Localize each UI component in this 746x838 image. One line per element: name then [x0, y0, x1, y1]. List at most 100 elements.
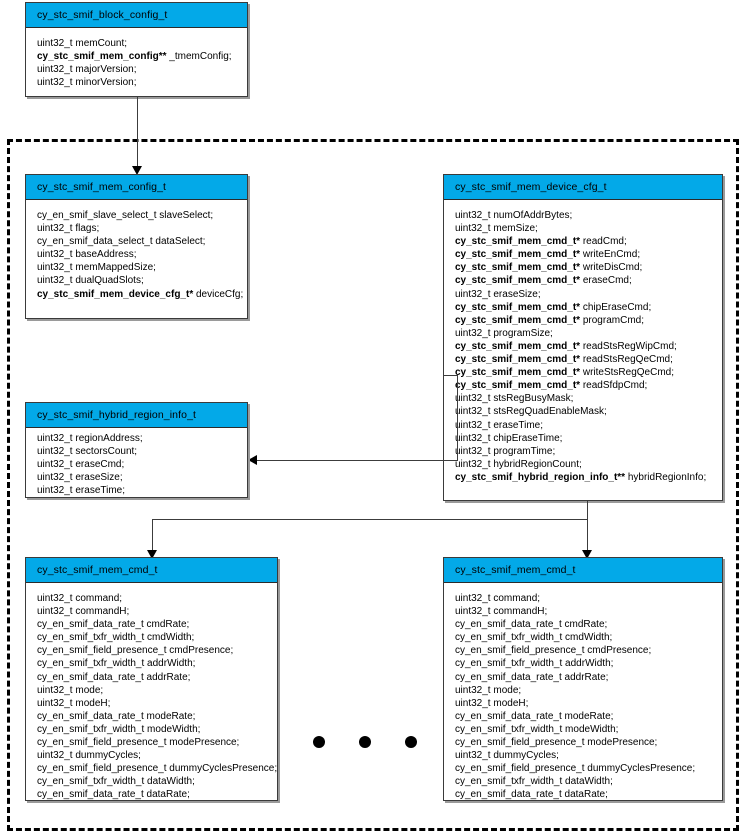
attribute-type: cy_stc_smif_mem_config**: [37, 51, 167, 63]
class-attributes-mem-cmd-left: uint32_t command;uint32_t commandH;cy_en…: [26, 583, 277, 808]
class-attribute: cy_stc_smif_mem_device_cfg_t* deviceCfg;: [37, 288, 247, 301]
class-attribute: uint32_t memSize;: [455, 223, 538, 235]
class-attribute: cy_en_smif_data_rate_t dataRate;: [37, 789, 190, 801]
attribute-name: writeDisCmd;: [580, 262, 643, 274]
class-attribute: uint32_t flags;: [37, 223, 100, 235]
class-attribute: cy_stc_smif_mem_config** _tmemConfig;: [37, 50, 247, 63]
class-attribute: cy_en_smif_data_rate_t dataRate;: [455, 789, 608, 801]
class-attribute: cy_en_smif_field_presence_t cmdPresence;: [37, 645, 234, 657]
class-attributes-block-config: uint32_t memCount;cy_stc_smif_mem_config…: [26, 28, 247, 95]
class-attribute: cy_en_smif_data_rate_t cmdRate;: [37, 619, 190, 631]
class-attribute: uint32_t baseAddress;: [37, 249, 137, 261]
class-attribute: uint32_t programSize;: [455, 327, 553, 339]
attribute-type: cy_stc_smif_mem_cmd_t*: [455, 340, 581, 352]
class-attribute: cy_en_smif_txfr_width_t cmdWidth;: [37, 632, 195, 644]
class-attribute: uint32_t modeH;: [455, 697, 529, 709]
attribute-name: readCmd;: [580, 236, 627, 248]
class-attribute: cy_stc_smif_mem_cmd_t* readStsRegWipCmd;: [455, 340, 722, 353]
class-attribute: cy_en_smif_data_select_t dataSelect;: [37, 236, 206, 248]
attribute-type: cy_stc_smif_mem_cmd_t*: [455, 367, 581, 379]
class-attribute: uint32_t sectorsCount;: [37, 446, 138, 458]
class-attribute: cy_en_smif_txfr_width_t addrWidth;: [455, 658, 614, 670]
class-attribute: cy_stc_smif_mem_cmd_t* writeDisCmd;: [455, 261, 722, 274]
class-attribute: uint32_t majorVersion;: [37, 64, 137, 76]
class-attribute: uint32_t chipEraseTime;: [455, 432, 563, 444]
class-attribute: cy_stc_smif_mem_cmd_t* eraseCmd;: [455, 274, 722, 287]
class-attribute: cy_stc_smif_mem_cmd_t* writeStsRegQeCmd;: [455, 366, 722, 379]
class-title-block-config: cy_stc_smif_block_config_t: [26, 3, 247, 28]
class-box-mem-cmd-left[interactable]: cy_stc_smif_mem_cmd_t uint32_t command; u…: [25, 557, 278, 801]
class-attribute: cy_stc_smif_mem_cmd_t* readCmd;: [455, 235, 722, 248]
connector-device-cfg-to-hybrid-seg-h-top: [443, 375, 458, 376]
attribute-type: cy_stc_smif_mem_device_cfg_t*: [37, 288, 194, 300]
class-attribute: cy_en_smif_field_presence_t dummyCyclesP…: [455, 763, 696, 775]
class-attribute: cy_en_smif_field_presence_t dummyCyclesP…: [37, 763, 278, 775]
class-attribute: uint32_t hybridRegionCount;: [455, 458, 582, 470]
attribute-type: cy_stc_smif_hybrid_region_info_t**: [455, 471, 626, 483]
class-attribute: cy_en_smif_txfr_width_t dataWidth;: [455, 776, 613, 788]
class-attribute: uint32_t command;: [37, 593, 123, 604]
connector-device-cfg-to-mem-cmd-right-v: [587, 501, 588, 559]
ellipsis-dot: [405, 736, 417, 748]
class-attribute: uint32_t dummyCycles;: [455, 750, 559, 762]
arrowhead-into-hybrid-region-info: [248, 455, 257, 465]
connector-device-cfg-to-mem-cmd-left-h: [152, 519, 588, 520]
attribute-name: readSfdpCmd;: [580, 380, 648, 392]
arrowhead-into-mem-config: [132, 166, 142, 175]
attribute-name: _tmemConfig;: [166, 51, 232, 63]
class-attribute: uint32_t regionAddress;: [37, 433, 143, 444]
attribute-type: cy_stc_smif_mem_cmd_t*: [455, 262, 581, 274]
class-attribute: cy_en_smif_txfr_width_t modeWidth;: [455, 723, 619, 735]
attribute-name: eraseCmd;: [580, 275, 632, 287]
class-attribute: cy_en_smif_txfr_width_t addrWidth;: [37, 658, 196, 670]
class-attribute: cy_en_smif_field_presence_t cmdPresence;: [455, 645, 652, 657]
class-box-mem-device-cfg[interactable]: cy_stc_smif_mem_device_cfg_t uint32_t nu…: [443, 174, 723, 501]
class-attribute: cy_stc_smif_mem_cmd_t* writeEnCmd;: [455, 248, 722, 261]
class-attribute: cy_en_smif_data_rate_t modeRate;: [455, 710, 614, 722]
ellipsis-dot: [359, 736, 371, 748]
class-attribute: uint32_t stsRegBusyMask;: [455, 393, 574, 405]
attribute-name: chipEraseCmd;: [580, 301, 652, 313]
class-attribute: cy_stc_smif_mem_cmd_t* readStsRegQeCmd;: [455, 353, 722, 366]
class-box-hybrid-region-info[interactable]: cy_stc_smif_hybrid_region_info_t uint32_…: [25, 402, 248, 498]
class-attribute: uint32_t dummyCycles;: [37, 750, 141, 762]
attribute-type: cy_stc_smif_mem_cmd_t*: [455, 275, 581, 287]
connector-block-config-to-mem-config: [137, 97, 138, 169]
attribute-name: writeEnCmd;: [580, 249, 641, 261]
attribute-name: readStsRegWipCmd;: [580, 340, 677, 352]
connector-device-cfg-to-hybrid-seg-h-bottom: [257, 460, 458, 461]
class-attribute: cy_stc_smif_mem_cmd_t* readSfdpCmd;: [455, 379, 722, 392]
class-attribute: uint32_t mode;: [37, 684, 104, 696]
arrowhead-into-mem-cmd-left: [147, 550, 157, 559]
class-attribute: uint32_t memCount;: [37, 38, 128, 49]
class-title-mem-config: cy_stc_smif_mem_config_t: [26, 175, 247, 200]
class-box-block-config[interactable]: cy_stc_smif_block_config_t uint32_t memC…: [25, 2, 248, 97]
class-attribute: cy_en_smif_slave_select_t slaveSelect;: [37, 210, 214, 221]
class-attribute: uint32_t eraseSize;: [455, 288, 541, 300]
class-attribute: uint32_t programTime;: [455, 445, 556, 457]
class-attribute: cy_en_smif_data_rate_t addrRate;: [37, 671, 191, 683]
class-box-mem-config[interactable]: cy_stc_smif_mem_config_t cy_en_smif_slav…: [25, 174, 248, 319]
class-title-mem-cmd-left: cy_stc_smif_mem_cmd_t: [26, 558, 277, 583]
attribute-name: deviceCfg;: [193, 288, 244, 300]
attribute-type: cy_stc_smif_mem_cmd_t*: [455, 249, 581, 261]
grouping-region-dashed-border: [7, 139, 739, 831]
class-attribute: cy_en_smif_txfr_width_t dataWidth;: [37, 776, 195, 788]
class-attribute: cy_en_smif_data_rate_t modeRate;: [37, 710, 196, 722]
class-attribute: cy_stc_smif_mem_cmd_t* programCmd;: [455, 314, 722, 327]
class-attributes-hybrid-region-info: uint32_t regionAddress; uint32_t sectorsC…: [26, 428, 247, 501]
class-attribute: uint32_t stsRegQuadEnableMask;: [455, 406, 607, 418]
ellipsis-dot: [313, 736, 325, 748]
attribute-name: readStsRegQeCmd;: [580, 354, 673, 366]
class-attribute: uint32_t eraseCmd;: [37, 459, 125, 471]
class-title-hybrid-region-info: cy_stc_smif_hybrid_region_info_t: [26, 403, 247, 428]
class-attribute: cy_en_smif_field_presence_t modePresence…: [455, 737, 658, 749]
class-attribute: uint32_t mode;: [455, 684, 522, 696]
class-box-mem-cmd-right[interactable]: cy_stc_smif_mem_cmd_t uint32_t command;u…: [443, 557, 723, 801]
class-attribute: cy_en_smif_txfr_width_t cmdWidth;: [455, 632, 613, 644]
class-attribute: uint32_t dualQuadSlots;: [37, 275, 144, 287]
class-attribute: uint32_t command;: [455, 593, 541, 604]
arrowhead-into-mem-cmd-right: [582, 550, 592, 559]
class-attribute: cy_stc_smif_hybrid_region_info_t** hybri…: [455, 471, 722, 484]
